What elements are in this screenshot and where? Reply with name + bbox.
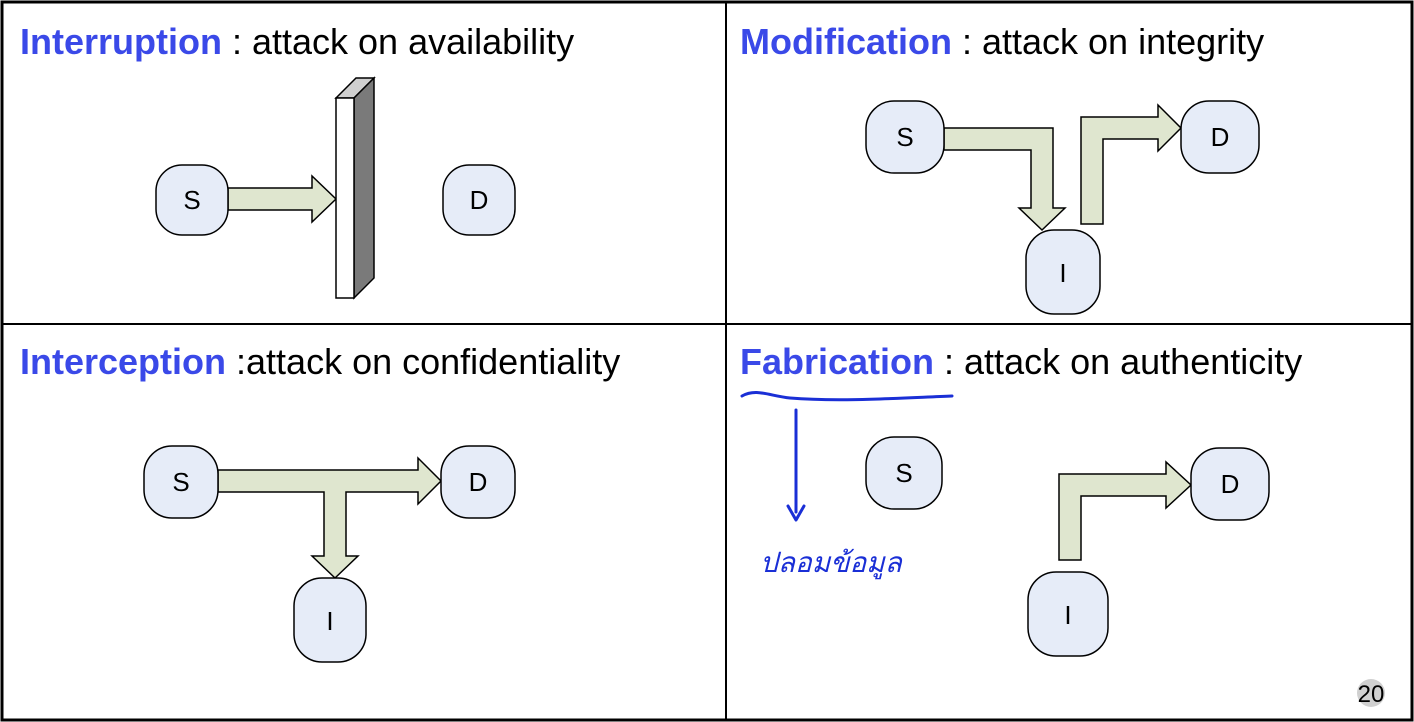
modification-diagram: S D I bbox=[865, 100, 1260, 315]
arrow-s-to-barrier bbox=[227, 174, 338, 224]
keyword-interruption: Interruption bbox=[20, 21, 222, 62]
node-i-label: I bbox=[1059, 258, 1066, 288]
title-rest-modification: : attack on integrity bbox=[951, 21, 1265, 62]
node-s bbox=[155, 164, 229, 236]
node-d bbox=[442, 164, 516, 236]
node-s-label: S bbox=[895, 458, 912, 488]
node-s-label: S bbox=[172, 467, 189, 497]
page-number-badge: 20 bbox=[1357, 679, 1385, 708]
keyword-interception: Interception bbox=[20, 341, 227, 382]
keyword-modification: Modification bbox=[740, 21, 952, 62]
title-rest-interception: :attack on confidentiality bbox=[226, 341, 621, 382]
page-number-circle bbox=[1357, 679, 1385, 707]
node-i bbox=[1027, 571, 1109, 657]
barrier-front bbox=[335, 97, 355, 299]
node-i bbox=[1025, 229, 1101, 315]
interception-diagram: S D I bbox=[143, 445, 516, 663]
page-number: 20 bbox=[1358, 681, 1385, 708]
keyword-fabrication: Fabrication bbox=[740, 341, 935, 382]
node-s bbox=[143, 445, 219, 519]
barrier-side bbox=[353, 76, 375, 300]
title-rest-interruption: : attack on availability bbox=[221, 21, 575, 62]
fabrication-diagram: S D I bbox=[865, 436, 1270, 657]
panel-title-interception: Interception :attack on confidentiality bbox=[20, 342, 620, 382]
node-s-label: S bbox=[183, 185, 200, 215]
interruption-diagram: S D bbox=[155, 76, 516, 300]
handwritten-note: ปลอมข้อมูล bbox=[760, 546, 904, 580]
arrow-s-to-i bbox=[943, 127, 1067, 232]
node-d bbox=[440, 445, 516, 519]
node-d bbox=[1180, 100, 1260, 174]
node-d-label: D bbox=[1211, 122, 1230, 152]
node-i bbox=[293, 577, 367, 663]
node-d-label: D bbox=[469, 467, 488, 497]
underline-stroke bbox=[740, 391, 954, 402]
node-s-label: S bbox=[896, 122, 913, 152]
arrow-s-to-d-tapped bbox=[217, 456, 443, 580]
title-rest-fabrication: : attack on authenticity bbox=[934, 341, 1303, 382]
panel-title-fabrication: Fabrication : attack on authenticity bbox=[740, 342, 1302, 382]
handwritten-annotation: ปลอมข้อมูล bbox=[740, 391, 954, 580]
node-s bbox=[865, 100, 945, 174]
node-i-label: I bbox=[1064, 600, 1071, 630]
node-s bbox=[865, 436, 943, 510]
node-d-label: D bbox=[470, 185, 489, 215]
node-i-label: I bbox=[326, 606, 333, 636]
panel-title-interruption: Interruption : attack on availability bbox=[20, 22, 574, 62]
pen-arrow-head bbox=[786, 504, 806, 522]
arrow-i-to-d bbox=[1058, 460, 1193, 561]
node-d bbox=[1190, 447, 1270, 521]
panel-title-modification: Modification : attack on integrity bbox=[740, 22, 1264, 62]
node-d-label: D bbox=[1221, 469, 1240, 499]
arrow-i-to-d bbox=[1080, 103, 1183, 225]
